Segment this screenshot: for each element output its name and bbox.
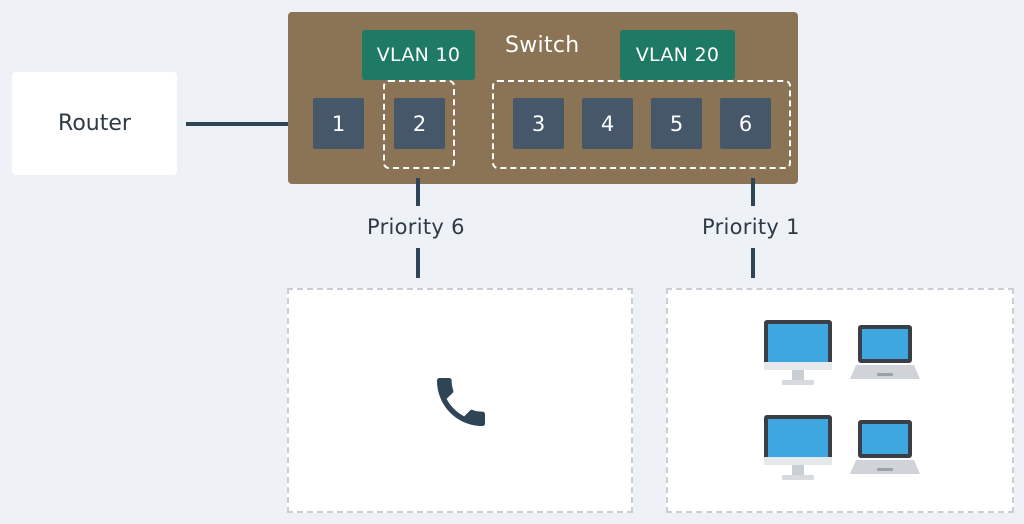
port-1-label: 1	[331, 111, 346, 136]
voice-device-box	[287, 288, 633, 513]
vlan-10-badge: VLAN 10	[362, 30, 475, 80]
laptop-icon	[850, 420, 920, 474]
port-6-label: 6	[738, 111, 753, 136]
router-label: Router	[58, 111, 131, 136]
desktop-icon	[764, 320, 832, 385]
port-2: 2	[394, 98, 445, 149]
vlan-10-label: VLAN 10	[376, 44, 461, 66]
vlan-20-badge: VLAN 20	[620, 30, 735, 80]
port-6-link-upper	[751, 178, 755, 206]
vlan-10-port-group	[383, 80, 455, 169]
port-1: 1	[313, 98, 364, 149]
port-4-label: 4	[600, 111, 615, 136]
port-6: 6	[720, 98, 771, 149]
port-4: 4	[582, 98, 633, 149]
router-link-line	[186, 122, 306, 126]
switch-label: Switch	[505, 33, 580, 58]
desktop-icon	[764, 415, 832, 480]
vlan-20-port-group	[492, 80, 791, 169]
port-2-link-lower	[416, 248, 420, 278]
port-5-label: 5	[669, 111, 684, 136]
vlan-20-label: VLAN 20	[635, 44, 720, 66]
port-2-label: 2	[412, 111, 427, 136]
port-3-label: 3	[531, 111, 546, 136]
port-6-link-lower	[751, 248, 755, 278]
port-3: 3	[513, 98, 564, 149]
router-box: Router	[12, 72, 177, 175]
priority-1-label: Priority 1	[702, 215, 800, 239]
data-device-box	[666, 288, 1014, 513]
priority-6-label: Priority 6	[367, 215, 465, 239]
laptop-icon	[850, 325, 920, 379]
phone-icon	[437, 378, 485, 426]
port-5: 5	[651, 98, 702, 149]
port-2-link-upper	[416, 178, 420, 206]
